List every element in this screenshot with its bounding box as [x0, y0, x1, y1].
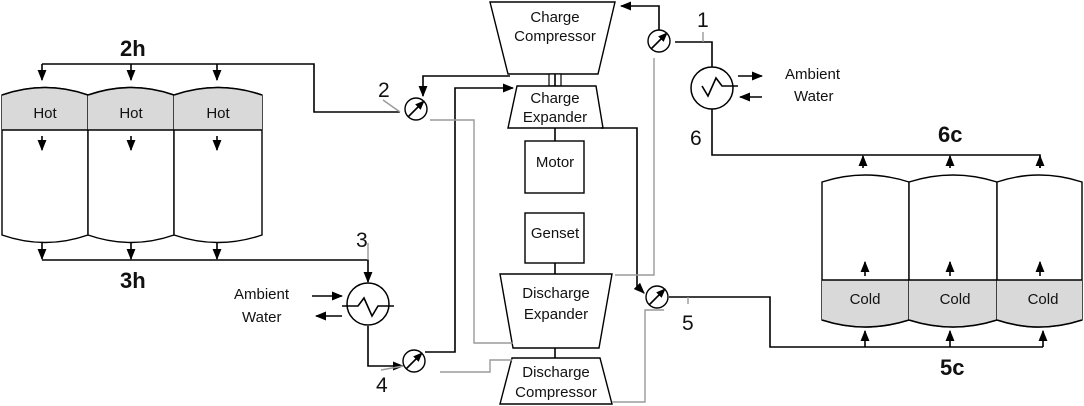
ambient-water-label: Ambient [234, 286, 290, 303]
discharge-expander-label: Discharge [522, 285, 590, 302]
ambient-water-label: Water [242, 309, 281, 326]
cold-tank-group: Cold Cold Cold [821, 174, 1083, 328]
charge-expander-label: Charge [530, 90, 579, 107]
hot-inlet-header [37, 63, 400, 113]
point-4-label: 4 [376, 374, 388, 397]
point-5c-label: 5c [940, 355, 964, 380]
charge-compressor-label: Compressor [514, 28, 596, 45]
cold-tank-label: Cold [850, 291, 881, 308]
valve-4 [402, 349, 426, 373]
ambient-water-label: Water [794, 88, 833, 105]
point-1-label: 1 [697, 9, 709, 32]
motor: Motor [524, 140, 585, 194]
valve-2 [404, 97, 428, 121]
hot-outlet-header [37, 243, 373, 284]
point-3h-label: 3h [120, 268, 146, 293]
discharge-compressor-label: Discharge [522, 364, 590, 381]
hot-tank-label: Hot [119, 105, 143, 122]
cold-tank-label: Cold [1028, 291, 1059, 308]
point-6c-label: 6c [938, 122, 962, 147]
hot-tank-label: Hot [206, 105, 230, 122]
charge-compressor-label: Charge [530, 9, 579, 26]
genset: Genset [524, 212, 585, 264]
cold-tank-3: Cold [996, 174, 1083, 328]
point-2-label: 2 [378, 79, 390, 102]
hot-tank-1: Hot [1, 86, 89, 244]
hot-tank-2: Hot [87, 86, 175, 244]
heat-exchanger-top: Ambient Water [690, 66, 841, 110]
shaft-top [548, 73, 562, 87]
cold-tank-1: Cold [821, 174, 910, 328]
discharge-expander: Discharge Expander [499, 273, 613, 349]
cold-tank-2: Cold [908, 174, 998, 328]
point-3-label: 3 [356, 229, 368, 252]
cold-outlet-header [711, 140, 1045, 168]
ambient-water-label: Ambient [785, 66, 841, 83]
valve-1 [647, 29, 671, 53]
hot-tank-label: Hot [33, 105, 57, 122]
charge-expander-label: Expander [523, 109, 587, 126]
cold-tank-label: Cold [940, 291, 971, 308]
hot-tank-3: Hot [173, 86, 263, 244]
heat-exchanger-bottom: Ambient Water [234, 282, 394, 326]
hot-tank-group: Hot Hot Hot [1, 86, 263, 244]
discharge-compressor-label: Compressor [515, 384, 597, 401]
cold-inlet-header [669, 296, 1048, 348]
point-6-label: 6 [690, 127, 702, 150]
genset-label: Genset [531, 225, 580, 242]
point-5-label: 5 [682, 312, 694, 335]
charge-compressor: Charge Compressor [489, 1, 616, 75]
discharge-expander-label: Expander [524, 306, 588, 323]
point-2h-label: 2h [120, 36, 146, 61]
charge-expander: Charge Expander [507, 85, 604, 129]
valve-5 [645, 285, 669, 309]
motor-label: Motor [536, 154, 574, 171]
discharge-compressor: Discharge Compressor [499, 357, 613, 405]
